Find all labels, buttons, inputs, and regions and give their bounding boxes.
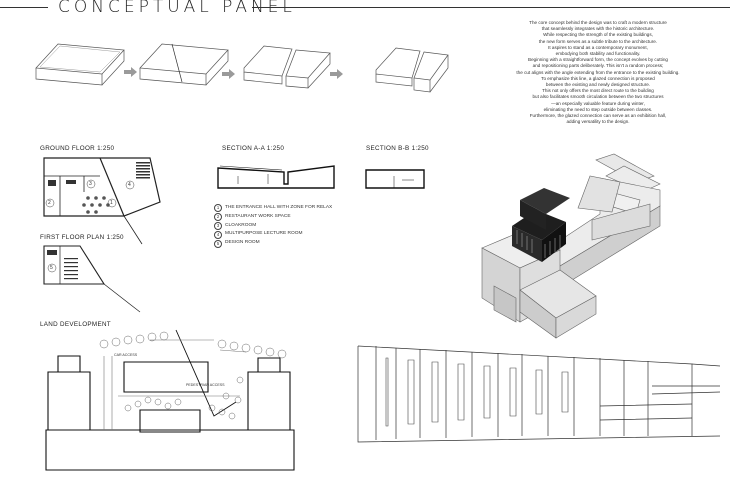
legend-item: 1 THE ENTRANCE HALL WITH ZONE FOR RELAX xyxy=(214,204,332,213)
title-rule-left xyxy=(0,7,48,8)
room-legend: 1 THE ENTRANCE HALL WITH ZONE FOR RELAX … xyxy=(214,204,332,248)
legend-number: 2 xyxy=(214,213,222,222)
legend-number: 4 xyxy=(214,230,222,239)
legend-text: DESIGN ROOM xyxy=(225,240,260,246)
legend-number: 3 xyxy=(214,221,222,230)
panel-title: CONCEPTUAL PANEL xyxy=(58,0,296,17)
legend-text: THE ENTRANCE HALL WITH ZONE FOR RELAX xyxy=(225,205,333,210)
first-floor-label: FIRST FLOOR PLAN 1:250 xyxy=(40,234,124,241)
legend-item: 5 DESIGN ROOM xyxy=(214,239,332,248)
concept-description: The core concept behind the design was t… xyxy=(516,20,680,125)
arrow-2 xyxy=(222,69,235,79)
ff-room-5: 5 xyxy=(50,265,53,271)
legend-item: 3 CLOAKROOM xyxy=(214,221,332,231)
legend-number: 1 xyxy=(214,204,222,213)
site-car-access-note: CAR ACCESS xyxy=(114,353,138,357)
concept-step-2 xyxy=(139,43,229,86)
legend-item: 2 RESTAURANT WORK SPACE xyxy=(214,213,332,222)
title-rule-right xyxy=(252,7,730,8)
legend-text: CLOAKROOM xyxy=(225,222,257,228)
gf-room-1: 1 xyxy=(110,200,113,206)
gf-room-2: 2 xyxy=(48,200,51,206)
section-aa-label: SECTION A-A 1:250 xyxy=(222,145,285,152)
gf-room-3: 3 xyxy=(89,181,92,187)
concept-step-3 xyxy=(243,45,331,89)
site-trees xyxy=(99,331,287,420)
glazed-connection xyxy=(512,188,570,262)
legend-text: MULTIPURPOSE LECTURE ROOM xyxy=(225,231,303,237)
legend-text: RESTAURANT WORK SPACE xyxy=(225,213,291,219)
arrow-1 xyxy=(124,67,137,77)
concept-step-1 xyxy=(35,43,125,86)
legend-number: 5 xyxy=(214,239,222,248)
gf-room-4: 4 xyxy=(128,182,131,188)
arrow-3 xyxy=(330,69,343,79)
section-bb-label: SECTION B-B 1:250 xyxy=(366,145,429,152)
land-development-label: LAND DEVELOPMENT xyxy=(40,321,111,328)
ground-floor-label: GROUND FLOOR 1:250 xyxy=(40,145,115,152)
site-pedestrian-note: PEDESTRIAN ACCESS xyxy=(186,383,225,387)
concept-step-4 xyxy=(375,47,449,93)
legend-item: 4 MULTIPURPOSE LECTURE ROOM xyxy=(214,230,332,239)
